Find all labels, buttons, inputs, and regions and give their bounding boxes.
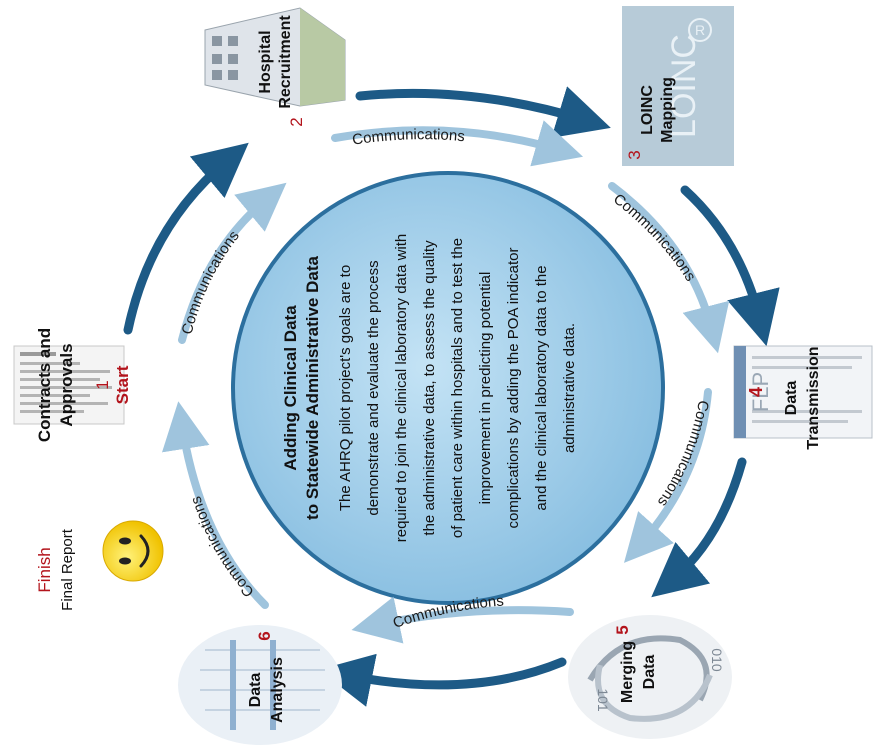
hospital-building-icon	[204, 7, 346, 107]
flp-doc-text: FLP	[748, 372, 773, 412]
step-finish: Finish Final Report	[35, 520, 164, 611]
communications-label-6: Communications	[179, 228, 243, 337]
step-transmission-number: 4	[746, 387, 766, 397]
center-body-line-2: demonstrate and evaluate the process	[365, 260, 382, 515]
step-start-number: 1	[93, 380, 112, 389]
communications-label-5: Communications	[187, 494, 257, 600]
analysis-chart-icon	[178, 625, 342, 745]
center-circle	[231, 171, 665, 605]
step-start-line1: Contracts and	[35, 328, 54, 442]
step-finish-word: Finish	[35, 547, 54, 592]
step-start: Contracts and Approvals 1 Start	[13, 328, 132, 442]
arrow-start-to-recruitment	[123, 142, 249, 335]
inner-arrow-3	[623, 388, 712, 563]
step-merging-line1: Merging	[619, 641, 636, 703]
step-loinc: LOINC R LOINC Mapping 3	[622, 6, 734, 166]
outer-cycle-arrows	[123, 86, 780, 707]
loinc-logo-panel	[622, 6, 734, 166]
center-body-line-9: administrative data.	[561, 323, 578, 453]
step-start-line2: Approvals	[57, 343, 76, 426]
step-transmission: FLP 4 Data Transmission	[733, 345, 873, 450]
step-start-word: Start	[113, 365, 132, 404]
step-merging-number: 5	[613, 625, 632, 634]
inner-arrow-4	[351, 596, 574, 644]
inner-cycle-arrows	[162, 120, 730, 644]
step-loinc-line2: Mapping	[659, 77, 676, 143]
merge-swirl-icon	[568, 615, 732, 739]
step-loinc-number: 3	[625, 150, 644, 159]
center-title-line1: Adding Clinical Data	[281, 305, 300, 471]
step-transmission-line1: Data	[783, 381, 800, 416]
step-transmission-line2: Transmission	[805, 346, 822, 449]
center-body-line-8: and the clinical laboratory data to the	[533, 265, 550, 510]
center-body-line-6: improvement in predicting potential	[477, 272, 494, 505]
center-body-line-7: complications by adding the POA indicato…	[505, 248, 522, 529]
arrow-merging-to-analysis	[318, 653, 567, 707]
arrow-loinc-to-transmission	[680, 185, 780, 347]
step-finish-label: Final Report	[59, 528, 76, 611]
document-icon	[13, 345, 125, 425]
inner-arrow-6	[178, 182, 287, 344]
center-body-line-1: The AHRQ pilot project's goals are to	[337, 265, 354, 511]
inner-arrow-2	[608, 182, 730, 354]
step-recruitment-line2: Recruitment	[277, 15, 294, 109]
step-analysis-number: 6	[255, 631, 274, 640]
data-screen-icon	[733, 345, 873, 439]
communications-label-1: Communications	[351, 126, 465, 149]
inner-arrow-1	[331, 120, 584, 167]
arrow-recruitment-to-loinc	[355, 86, 611, 138]
center-body-line-5: of patient care within hospitals and to …	[449, 238, 466, 538]
binary-text-b: 010	[709, 648, 725, 672]
step-analysis-line1: Data	[247, 673, 264, 708]
step-recruitment-line1: Hospital	[257, 30, 274, 93]
center-text: Adding Clinical Data to Statewide Admini…	[281, 234, 578, 543]
center-body-line-3: required to join the clinical laboratory…	[393, 234, 410, 543]
loinc-logo-text: LOINC	[665, 34, 703, 138]
step-merging: 101 010 Merging Data 5	[568, 615, 732, 739]
center-body-line-4: the administrative data, to assess the q…	[421, 240, 438, 536]
step-recruitment: Hospital Recruitment 2	[204, 7, 346, 127]
svg-text:R: R	[695, 22, 705, 38]
step-loinc-line1: LOINC	[639, 85, 656, 135]
center-title-line2: to Statewide Administrative Data	[303, 256, 322, 520]
step-analysis: Data Analysis 6	[178, 625, 342, 745]
step-recruitment-number: 2	[287, 117, 306, 126]
smiley-face-icon	[102, 520, 164, 582]
step-analysis-line2: Analysis	[269, 657, 286, 723]
arrow-transmission-to-merging	[651, 457, 747, 598]
inner-arrow-5	[162, 401, 269, 609]
registered-mark-icon: R	[688, 18, 712, 42]
binary-text-a: 101	[595, 688, 611, 712]
step-merging-line2: Data	[641, 655, 658, 690]
